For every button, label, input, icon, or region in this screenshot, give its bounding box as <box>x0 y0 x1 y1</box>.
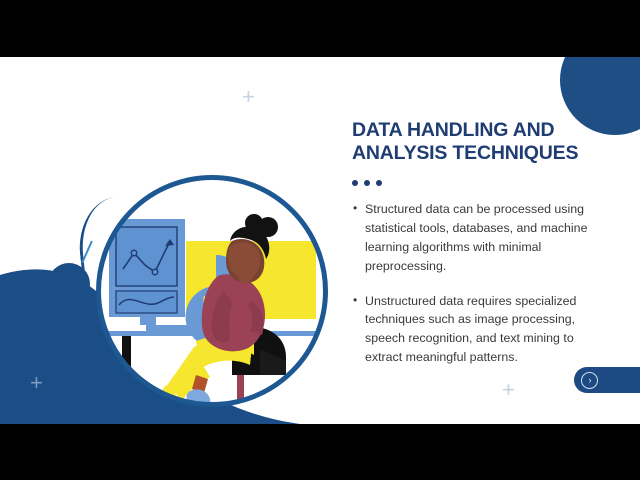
chevron-right-icon[interactable]: › <box>581 371 598 389</box>
page-title: DATA HANDLING AND ANALYSIS TECHNIQUES <box>352 119 579 164</box>
divider-dot <box>364 180 370 187</box>
bullet-list: Structured data can be processed using s… <box>352 199 614 367</box>
divider-dot <box>352 180 358 187</box>
letterbox-bottom <box>0 424 640 480</box>
text-column: DATA HANDLING AND ANALYSIS TECHNIQUES St… <box>352 119 614 383</box>
plus-decoration-icon: + <box>30 370 43 395</box>
letterbox-top <box>0 0 640 57</box>
blob-node-circle <box>48 263 90 305</box>
title-divider-dots <box>352 180 614 187</box>
list-item: Structured data can be processed using s… <box>352 199 614 275</box>
slide-canvas: + + + DATA HANDLING AND ANALYSIS TECHNIQ… <box>0 57 640 424</box>
next-slide-button[interactable]: › <box>574 367 640 393</box>
divider-dot <box>376 180 382 187</box>
plus-decoration-icon: + <box>242 84 255 109</box>
illustration-ring-border <box>96 175 328 407</box>
plus-decoration-icon: + <box>502 377 515 402</box>
list-item: Unstructured data requires specialized t… <box>352 291 614 367</box>
